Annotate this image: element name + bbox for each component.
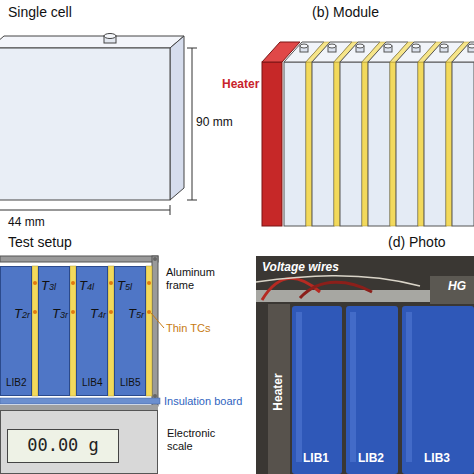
panel-title: Test setup bbox=[8, 234, 72, 250]
photo-cell bbox=[402, 306, 474, 474]
part-label: Insulation board bbox=[164, 395, 242, 408]
photo-label: Heater bbox=[272, 373, 286, 410]
battery-cell: T5lT5rLIB5 bbox=[114, 266, 146, 396]
separator bbox=[334, 62, 340, 226]
single-cell-illustration bbox=[0, 34, 197, 216]
battery-cell: T4lT4rLIB4 bbox=[76, 266, 108, 396]
temperature-label: T4l bbox=[79, 279, 94, 294]
panel-title: (b) Module bbox=[312, 4, 379, 20]
part-label: Heater bbox=[222, 78, 259, 92]
dimension-label: 90 mm bbox=[196, 116, 233, 130]
photo-cell bbox=[346, 306, 398, 474]
cell-top bbox=[452, 42, 474, 62]
thermocouple bbox=[147, 281, 151, 285]
dimension-line bbox=[192, 48, 193, 200]
module-cell bbox=[452, 42, 474, 226]
separator bbox=[362, 62, 368, 226]
separator bbox=[390, 62, 396, 226]
photo-highlight bbox=[406, 312, 412, 462]
photo-heater bbox=[268, 304, 290, 474]
cell-label: LIB5 bbox=[120, 377, 141, 389]
cell-terminal-top bbox=[412, 44, 420, 48]
photo-cell bbox=[292, 306, 342, 474]
temperature-label: T2r bbox=[14, 307, 30, 322]
frame-bolt bbox=[153, 257, 157, 261]
temperature-label: T4r bbox=[90, 307, 106, 322]
insulation-board bbox=[0, 398, 160, 404]
cell-face bbox=[368, 62, 390, 226]
thermocouple bbox=[33, 310, 37, 314]
cell-face bbox=[284, 62, 306, 226]
cell-terminal-top bbox=[468, 44, 474, 48]
electronic-scale: Electronic scale00.00 g bbox=[0, 410, 158, 474]
temperature-label: T5r bbox=[128, 307, 144, 322]
test-setup-illustration bbox=[0, 256, 164, 410]
dimension-label: 44 mm bbox=[8, 216, 45, 230]
photo-highlight bbox=[296, 312, 302, 462]
leader-line bbox=[151, 313, 164, 328]
thermocouple bbox=[71, 310, 75, 314]
photo-label: HG bbox=[448, 280, 466, 294]
cell-terminal-top bbox=[384, 44, 392, 48]
photo-label: LIB3 bbox=[424, 452, 450, 466]
aluminum-frame bbox=[0, 256, 158, 262]
cell-terminal-top bbox=[440, 44, 448, 48]
cell-side-face bbox=[170, 36, 184, 200]
thermocouple bbox=[33, 281, 37, 285]
photo-illustration bbox=[256, 256, 474, 474]
frame-bolt bbox=[153, 394, 157, 398]
photo-highlight bbox=[350, 312, 356, 462]
photo-wire bbox=[300, 282, 372, 298]
cell-face bbox=[396, 62, 418, 226]
cell-face bbox=[452, 62, 474, 226]
thin-tc-layer bbox=[146, 266, 152, 396]
thermocouple bbox=[109, 281, 113, 285]
separator bbox=[306, 62, 312, 226]
aluminum-frame bbox=[152, 256, 158, 406]
scale-display: 00.00 g bbox=[7, 429, 119, 463]
module-illustration bbox=[262, 42, 474, 226]
cell-terminal-top bbox=[356, 44, 364, 48]
cell-terminal-top bbox=[300, 44, 308, 48]
part-label: Aluminum frame bbox=[166, 266, 236, 291]
dimension-tick bbox=[187, 48, 197, 49]
heater-plate bbox=[262, 62, 282, 226]
photo-wire bbox=[256, 276, 420, 286]
scale-reading: 00.00 g bbox=[27, 436, 99, 456]
cell-label: LIB2 bbox=[6, 377, 27, 389]
temperature-label: T3l bbox=[41, 279, 56, 294]
panel-title: Single cell bbox=[8, 4, 72, 20]
photo-background bbox=[256, 256, 474, 474]
cell-terminal-top bbox=[328, 44, 336, 48]
thermocouple bbox=[147, 310, 151, 314]
battery-cell: T2rLIB2 bbox=[0, 266, 32, 396]
dimension-tick bbox=[187, 200, 197, 201]
dimension-tick bbox=[170, 205, 171, 215]
separator bbox=[446, 62, 452, 226]
cell-top-face bbox=[0, 36, 184, 48]
temperature-label: T3r bbox=[52, 307, 68, 322]
battery-cell: T3lT3r bbox=[38, 266, 70, 396]
separator bbox=[418, 62, 424, 226]
photo-label: LIB1 bbox=[303, 452, 329, 466]
thermocouple bbox=[109, 310, 113, 314]
cell-face bbox=[340, 62, 362, 226]
cell-face bbox=[312, 62, 334, 226]
photo-hg-block bbox=[430, 276, 474, 304]
cell-face bbox=[424, 62, 446, 226]
temperature-label: T5l bbox=[117, 279, 132, 294]
cell-terminal-top bbox=[104, 34, 116, 39]
photo-label: LIB2 bbox=[358, 452, 384, 466]
scale-label: Electronic scale bbox=[167, 427, 237, 452]
dimension-line bbox=[0, 210, 170, 211]
part-label: Thin TCs bbox=[166, 322, 210, 335]
photo-label: Voltage wires bbox=[262, 261, 339, 275]
panel-title: (d) Photo bbox=[388, 234, 446, 250]
cell-front-face bbox=[0, 48, 170, 200]
cell-label: LIB4 bbox=[82, 377, 103, 389]
thermocouple bbox=[71, 281, 75, 285]
